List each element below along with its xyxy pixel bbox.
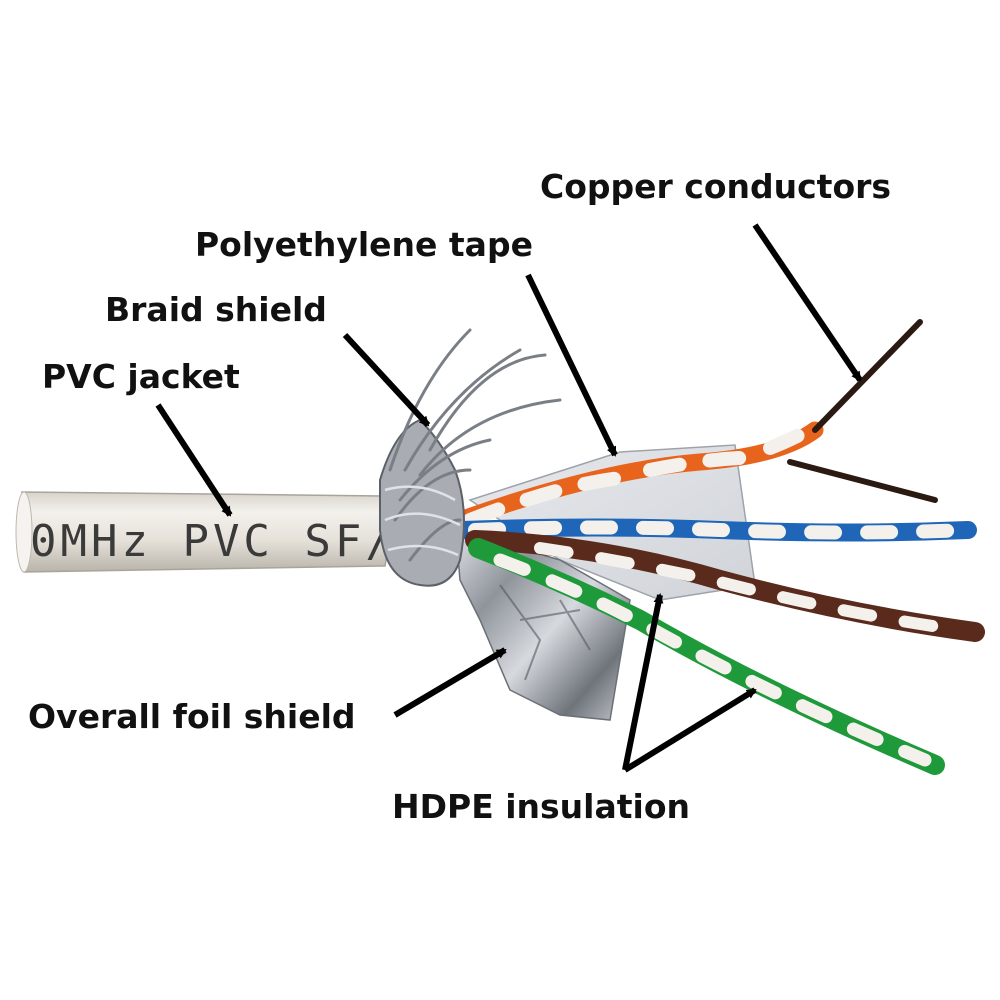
twisted-pairs: [451, 421, 985, 775]
label-braid-shield: Braid shield: [105, 290, 327, 329]
label-copper-conductors: Copper conductors: [540, 167, 892, 206]
label-overall-foil-shield: Overall foil shield: [28, 697, 356, 736]
braid-shield: [379, 328, 562, 587]
arrow-pvc-jacket: [155, 403, 233, 517]
label-hdpe-insulation: HDPE insulation: [392, 787, 690, 826]
label-pvc-jacket: PVC jacket: [42, 357, 240, 396]
callout-arrows: [155, 223, 863, 773]
pvc-jacket: 0MHz PVC SF/U: [15, 491, 426, 573]
arrow-copper-conductors: [752, 223, 863, 382]
copper-conductors: [787, 319, 938, 503]
arrow-foil-shield: [393, 647, 507, 718]
arrow-hdpe-insulation-a: [622, 593, 664, 771]
label-polyethylene-tape: Polyethylene tape: [195, 225, 533, 264]
arrow-polyethylene-tape: [525, 273, 618, 457]
arrow-hdpe-insulation-b: [623, 687, 757, 773]
arrow-braid-shield: [342, 332, 431, 428]
jacket-print-text: 0MHz PVC SF/U: [30, 516, 426, 567]
